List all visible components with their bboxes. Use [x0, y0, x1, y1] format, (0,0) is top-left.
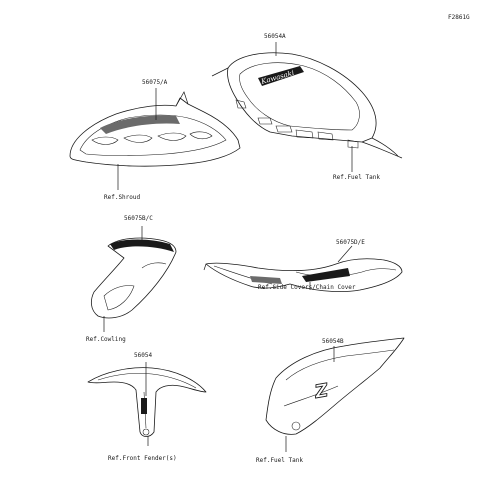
part-number-56075DE: 56075D/E — [336, 239, 365, 246]
side-covers-part — [203, 258, 403, 292]
part-number-56054B: 56054B — [322, 338, 344, 345]
tank-side-panel-part: Z — [265, 337, 405, 435]
ref-label-front-fender: Ref.Front Fender(s) — [108, 455, 177, 462]
ref-label-cowling: Ref.Cowling — [86, 336, 126, 343]
front-fender-part — [87, 367, 207, 437]
tank-decal-letter: Z — [312, 380, 330, 403]
cowling-part — [90, 237, 177, 319]
ref-label-fuel-tank-top: Ref.Fuel Tank — [333, 174, 380, 181]
part-number-56054: 56054 — [134, 352, 152, 359]
part-number-56075BC: 56075B/C — [124, 215, 153, 222]
part-number-56054A: 56054A — [264, 33, 286, 40]
ref-label-side-covers: Ref.Side Covers/Chain Cover — [258, 284, 356, 291]
part-number-56075A: 56075/A — [142, 79, 168, 86]
leader-56075DE — [337, 245, 353, 263]
ref-label-shroud: Ref.Shroud — [104, 194, 141, 201]
fuel-tank-top-part: Kawasaki — [211, 52, 403, 159]
figure-id: F2861G — [448, 14, 470, 21]
shroud-part — [69, 91, 241, 167]
ref-label-fuel-tank-side: Ref.Fuel Tank — [256, 457, 303, 464]
